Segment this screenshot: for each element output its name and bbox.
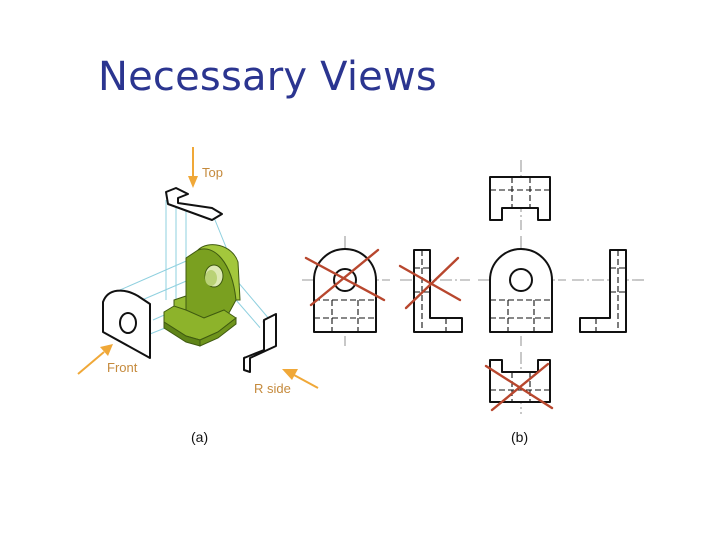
pictorial-object bbox=[163, 244, 241, 347]
top-view-shape bbox=[165, 187, 223, 221]
figure-a: Top Front R side (a) bbox=[77, 147, 319, 445]
crossed-left-side-view bbox=[398, 249, 470, 333]
label-r-side: R side bbox=[254, 381, 291, 396]
ortho-right-side-view bbox=[572, 249, 644, 333]
crossed-bottom-view bbox=[484, 352, 554, 414]
r-side-arrow-icon bbox=[282, 369, 319, 389]
caption-a: (a) bbox=[191, 429, 208, 445]
label-front: Front bbox=[107, 360, 138, 375]
label-top: Top bbox=[202, 165, 223, 180]
crossed-front-view bbox=[302, 236, 390, 346]
caption-b: (b) bbox=[511, 429, 528, 445]
ortho-top-view bbox=[489, 160, 551, 230]
slide-title: Necessary Views bbox=[98, 54, 437, 100]
ortho-front-view bbox=[478, 236, 566, 346]
figure-b: (b) bbox=[302, 160, 644, 445]
top-arrow-icon bbox=[188, 147, 198, 188]
front-view-shape bbox=[102, 289, 151, 359]
right-side-view-shape bbox=[243, 313, 277, 373]
front-arrow-icon bbox=[77, 344, 113, 375]
